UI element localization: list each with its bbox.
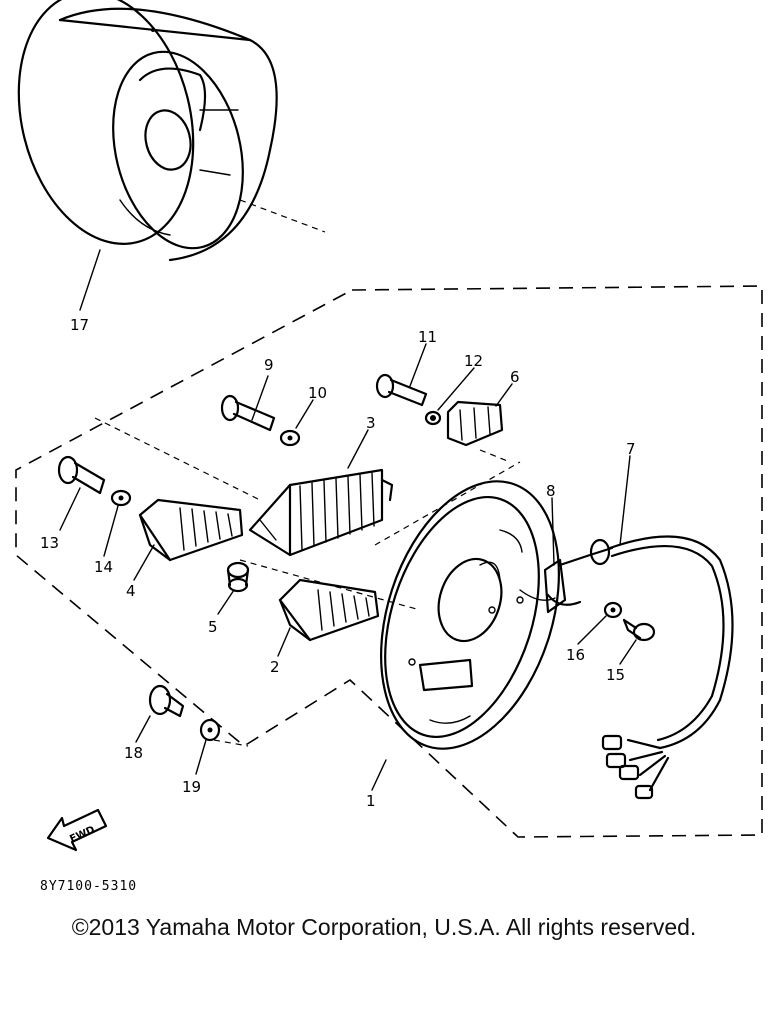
stator-base-plate [380, 480, 560, 750]
screw-13 [57, 455, 106, 495]
callout-3: 3 [366, 414, 376, 432]
screw-9 [220, 394, 276, 432]
fwd-label: FWD [68, 824, 96, 845]
callout-18: 18 [124, 744, 143, 762]
callout-7: 7 [626, 440, 636, 458]
washer-16 [603, 601, 623, 619]
callout-1: 1 [366, 792, 376, 810]
screw-11 [375, 373, 428, 407]
callout-13: 13 [40, 534, 59, 552]
callout-15: 15 [606, 666, 625, 684]
pickup-coil-bracket [519, 558, 582, 614]
callout-16: 16 [566, 646, 585, 664]
pulser-coil [446, 400, 511, 463]
alignment-guides [94, 417, 521, 747]
screw-18 [148, 684, 185, 718]
assembly-boundary [15, 285, 763, 838]
washer-19 [199, 718, 221, 742]
copyright-notice: ©2013 Yamaha Motor Corporation, U.S.A. A… [71, 914, 697, 940]
washer-14 [110, 489, 132, 507]
callout-5: 5 [208, 618, 218, 636]
source-coil [278, 578, 380, 642]
spacer [226, 561, 250, 593]
part-code: 8Y7100-5310 [40, 879, 137, 894]
washer-10 [279, 429, 301, 447]
callout-11: 11 [418, 328, 437, 346]
callout-labels: 1 2 3 4 5 6 7 8 9 10 11 12 13 14 15 16 1… [40, 316, 636, 810]
washer-12 [424, 410, 442, 426]
callout-10: 10 [308, 384, 327, 402]
screw-15 [622, 618, 656, 642]
callout-2: 2 [270, 658, 280, 676]
callout-4: 4 [126, 582, 136, 600]
callout-6: 6 [510, 368, 520, 386]
callout-19: 19 [182, 778, 201, 796]
wire-harness [558, 535, 734, 800]
lighting-coil [138, 498, 244, 562]
callout-14: 14 [94, 558, 113, 576]
callout-8: 8 [546, 482, 556, 500]
charge-coil [248, 468, 394, 557]
callout-17: 17 [70, 316, 89, 334]
callout-12: 12 [464, 352, 483, 370]
flywheel-rotor [17, 0, 326, 311]
leader-lines [59, 343, 637, 791]
forward-arrow-icon: FWD [46, 808, 108, 852]
callout-9: 9 [264, 356, 274, 374]
